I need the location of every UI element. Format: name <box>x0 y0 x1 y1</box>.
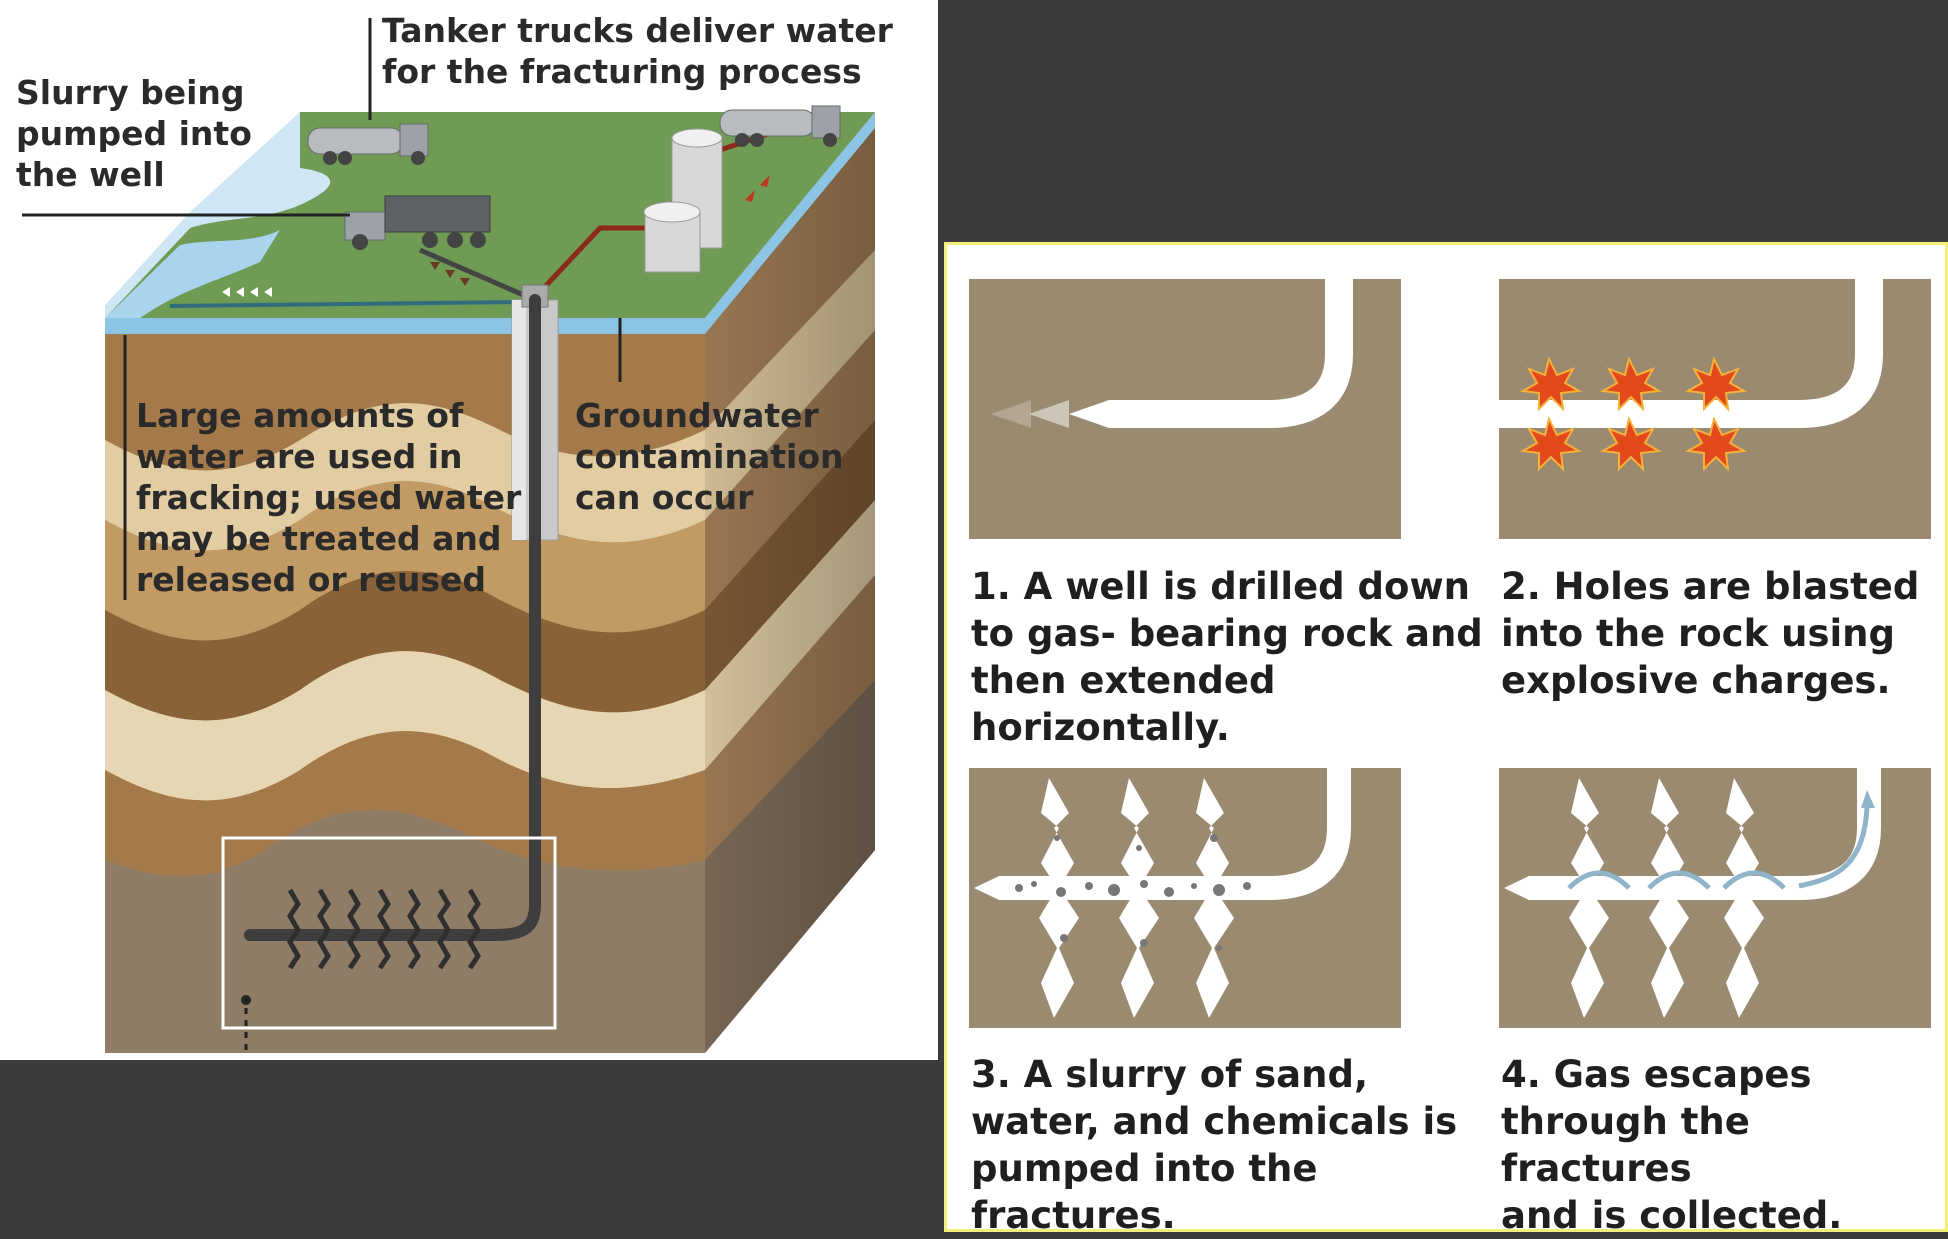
slurry-flow-arrows <box>430 262 470 286</box>
fracking-overview-panel: Tanker trucks deliver water for the frac… <box>0 0 938 1060</box>
gas-flow-arrows <box>1567 790 1875 890</box>
step-1-caption: 1. A well is drilled down to gas- bearin… <box>971 565 1483 749</box>
detail-box <box>221 836 557 1030</box>
fracture-marks <box>1569 778 1764 1018</box>
storage-tank <box>643 201 701 273</box>
overview-diagram <box>22 18 875 1055</box>
explosion-icon <box>1519 416 1583 472</box>
tanker-truck-icon <box>719 105 841 147</box>
rock-strata-side <box>705 112 875 1053</box>
fracking-steps-panel: 1. A well is drilled down to gas- bearin… <box>944 242 1948 1237</box>
explosion-icon <box>1684 416 1748 472</box>
step-1-illustration <box>969 279 1401 539</box>
fracture-marks <box>1039 778 1234 1018</box>
step-2-caption: 2. Holes are blasted into the rock using… <box>1501 565 1920 702</box>
water-usage-label: Large amounts of water are used in frack… <box>136 396 522 599</box>
detail-marker <box>241 995 251 1005</box>
drill-bit-icon <box>1069 400 1109 428</box>
explosion-icon <box>1684 356 1748 412</box>
groundwater-label: Groundwater contamination can occur <box>575 396 844 517</box>
pump-truck-icon <box>344 195 491 250</box>
step-3-caption: 3. A slurry of sand, water, and chemical… <box>971 1053 1458 1237</box>
step-4-illustration <box>1499 768 1931 1028</box>
step-3-illustration <box>969 768 1401 1028</box>
tanker-truck-icon <box>307 123 429 165</box>
leader-lines <box>22 18 622 600</box>
step-4-caption: 4. Gas escapes through the fractures and… <box>1501 1053 1843 1237</box>
sand-particles <box>1015 834 1251 951</box>
explosion-icon <box>1599 416 1663 472</box>
explosion-icon <box>1519 356 1583 412</box>
gas-flow-arrows <box>745 175 770 202</box>
slurry-label: Slurry being pumped into the well <box>16 73 252 194</box>
fracture-marks <box>287 888 481 970</box>
water-flow-arrows <box>222 287 272 297</box>
step-2-illustration <box>1499 279 1931 539</box>
well-casing <box>244 284 559 941</box>
tanker-trucks-label: Tanker trucks deliver water for the frac… <box>382 11 893 91</box>
explosion-icon <box>1599 356 1663 412</box>
